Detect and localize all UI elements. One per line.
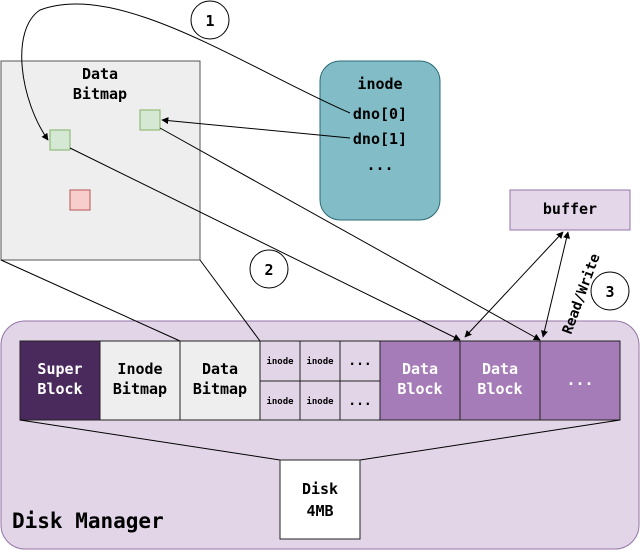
inode-table-cell bbox=[259, 340, 301, 382]
bitmap-bit-free bbox=[69, 189, 91, 211]
step-3-label: 3 bbox=[605, 283, 614, 301]
step-2-label: 2 bbox=[264, 261, 273, 279]
inode-table-cell-label: inode bbox=[266, 356, 294, 367]
inode-table-ellipsis: ... bbox=[348, 354, 371, 369]
data-block-cell-0 bbox=[379, 340, 461, 421]
data-bitmap-label-line2: Bitmap bbox=[193, 380, 247, 398]
arrow-buffer-data-block-1 bbox=[541, 231, 570, 338]
data-block-1-label-line2: Block bbox=[477, 380, 522, 398]
inode-table-cell-label: inode bbox=[306, 396, 334, 407]
data-bitmap-zoom-title-line2: Bitmap bbox=[73, 85, 127, 103]
inode-table-cell bbox=[299, 340, 341, 382]
data-bitmap-zoom-panel bbox=[0, 60, 201, 261]
bitmap-bit-used-0 bbox=[49, 129, 71, 151]
inode-dno-0: dno[0] bbox=[353, 105, 407, 123]
super-block-label-line1: Super bbox=[37, 360, 82, 378]
disk-zoom-line-right bbox=[359, 419, 621, 461]
inode-bitmap-label-line2: Bitmap bbox=[113, 380, 167, 398]
step-2-circle bbox=[249, 249, 289, 289]
arrow-dno1-to-bitmap bbox=[161, 117, 351, 139]
super-block-label-line2: Block bbox=[37, 380, 82, 398]
step-1-circle bbox=[190, 0, 230, 40]
disk-zoom-line-left bbox=[19, 419, 281, 461]
inode-box bbox=[319, 60, 441, 221]
data-block-0-label-line1: Data bbox=[402, 360, 438, 378]
disk-label-line2: 4MB bbox=[306, 502, 333, 520]
data-bitmap-label-line1: Data bbox=[202, 360, 238, 378]
bitmap-bit-used-1 bbox=[139, 109, 161, 131]
data-block-cell-1 bbox=[459, 340, 541, 421]
arrow-bitmap-to-data-block-0 bbox=[69, 147, 461, 341]
step-1-label: 1 bbox=[205, 12, 214, 30]
data-block-tail-cell bbox=[539, 340, 621, 421]
buffer-box bbox=[509, 189, 631, 231]
data-block-0-label-line2: Block bbox=[397, 380, 442, 398]
step-3-circle bbox=[590, 271, 630, 311]
inode-table-cell bbox=[339, 380, 381, 421]
inode-table-cell-label: inode bbox=[306, 356, 334, 367]
zoom-line-left bbox=[0, 259, 181, 342]
disk-manager-title: Disk Manager bbox=[12, 509, 164, 533]
data-block-1-label-line1: Data bbox=[482, 360, 518, 378]
data-bitmap-zoom-title-line1: Data bbox=[82, 65, 118, 83]
inode-bitmap-label-line1: Inode bbox=[117, 360, 162, 378]
inode-table-cell bbox=[339, 340, 381, 382]
buffer-label: buffer bbox=[543, 200, 597, 218]
inode-table-cell bbox=[259, 380, 301, 421]
data-block-tail-ellipsis: ... bbox=[566, 371, 593, 389]
inode-title: inode bbox=[357, 75, 402, 93]
inode-table-ellipsis: ... bbox=[348, 394, 371, 409]
inode-dno-1: dno[1] bbox=[353, 130, 407, 148]
disk-label-line1: Disk bbox=[302, 480, 338, 498]
disk-box bbox=[279, 459, 361, 540]
arrow-dno0-to-bitmap bbox=[21, 3, 351, 141]
inode-table-cell-label: inode bbox=[266, 396, 294, 407]
zoom-line-right bbox=[199, 259, 261, 342]
inode-ellipsis: ... bbox=[366, 156, 393, 174]
